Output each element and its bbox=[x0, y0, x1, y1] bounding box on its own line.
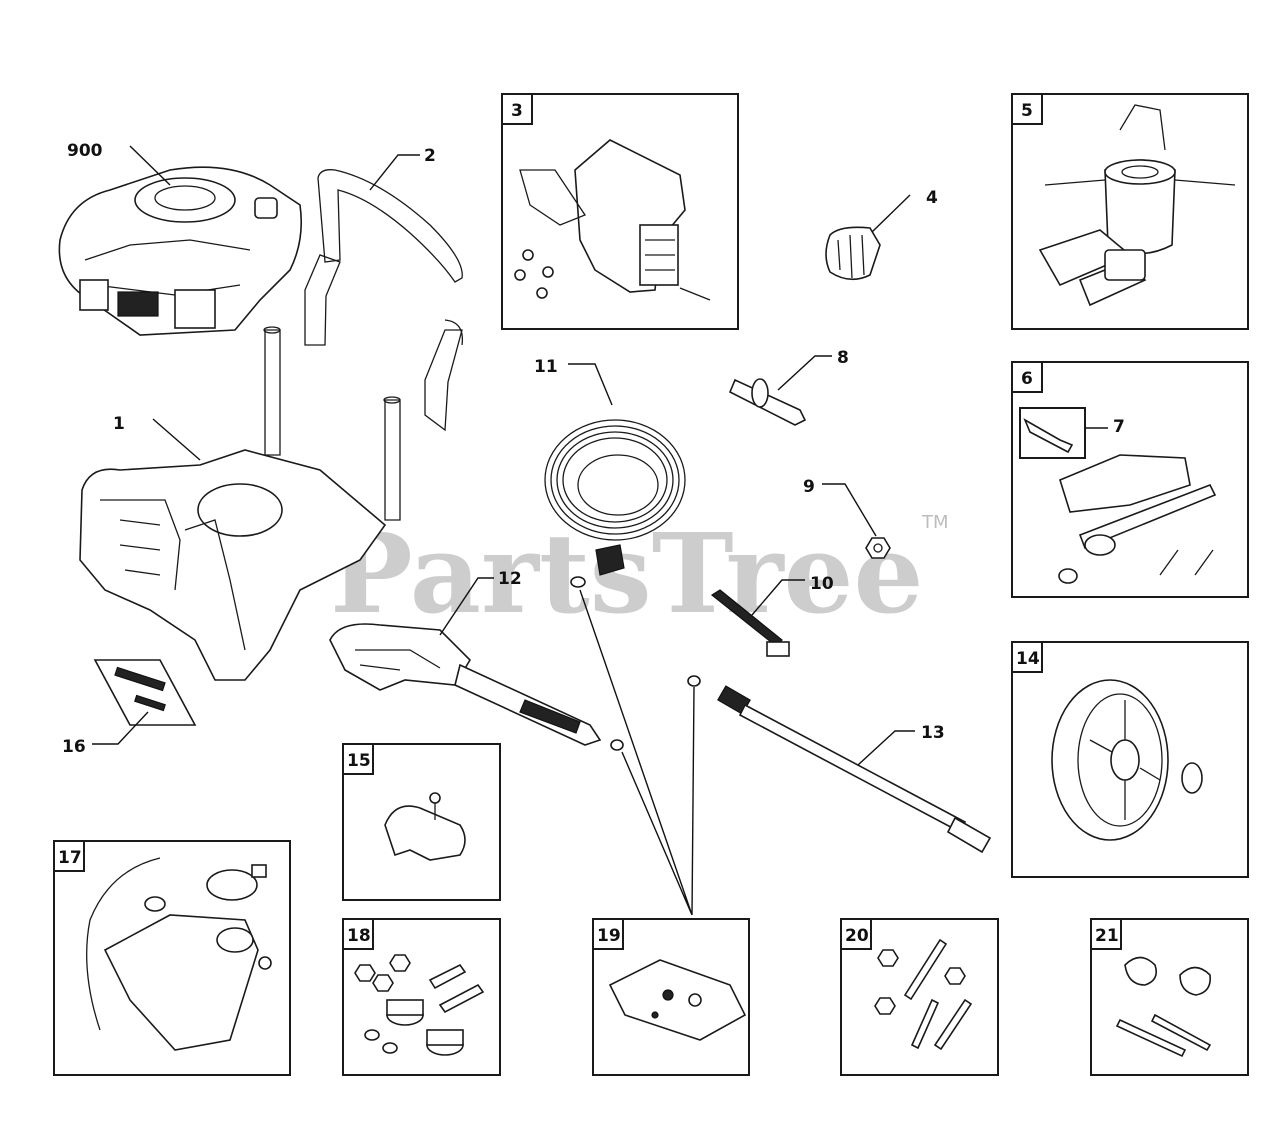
box-14-wheel[interactable]: 14 bbox=[1011, 641, 1249, 878]
box-18-hardware[interactable]: 18 bbox=[342, 918, 501, 1076]
box-14-label: 14 bbox=[1016, 649, 1040, 669]
box-3-pump-bracket[interactable]: 3 bbox=[501, 93, 739, 330]
hose-part[interactable] bbox=[544, 419, 686, 588]
callout-base-plate: 16 bbox=[62, 737, 86, 757]
box-20-label: 20 bbox=[845, 926, 869, 946]
callout-hose: 11 bbox=[534, 357, 558, 377]
frame-part[interactable] bbox=[79, 326, 401, 681]
box-15-label: 15 bbox=[347, 751, 371, 771]
box-18-label: 18 bbox=[347, 926, 371, 946]
callout-wand: 13 bbox=[921, 723, 945, 743]
box-17-label: 17 bbox=[58, 848, 82, 868]
callout-handle: 2 bbox=[424, 146, 436, 166]
callout-frame: 1 bbox=[113, 414, 125, 434]
callout-unloader: 7 bbox=[1113, 417, 1125, 437]
strap-part[interactable] bbox=[710, 589, 790, 657]
box-15-cover[interactable]: 15 bbox=[342, 743, 501, 901]
box-5-pump[interactable]: 5 bbox=[1011, 93, 1249, 330]
callout-gun: 12 bbox=[498, 569, 522, 589]
callout-pump-plate: 4 bbox=[926, 188, 938, 208]
box-6-manifold[interactable]: 6 bbox=[1011, 361, 1249, 598]
box-21-label: 21 bbox=[1095, 926, 1119, 946]
base-plate-part[interactable] bbox=[93, 659, 197, 726]
box-19-plate[interactable]: 19 bbox=[592, 918, 750, 1076]
box-6-label: 6 bbox=[1021, 369, 1033, 389]
box-19-label: 19 bbox=[597, 926, 621, 946]
box-5-label: 5 bbox=[1021, 101, 1033, 121]
handle-part[interactable] bbox=[304, 169, 464, 432]
spray-gun-part[interactable] bbox=[329, 623, 624, 751]
wand-part[interactable] bbox=[687, 675, 992, 854]
callout-nut: 9 bbox=[803, 477, 815, 497]
box-21-knobs[interactable]: 21 bbox=[1090, 918, 1249, 1076]
watermark-text: PartsTree bbox=[330, 509, 924, 638]
axle-part[interactable] bbox=[728, 378, 807, 426]
nut-part[interactable] bbox=[865, 537, 891, 559]
callout-axle: 8 bbox=[837, 348, 849, 368]
pump-plate-part[interactable] bbox=[825, 226, 881, 281]
box-20-bolts[interactable]: 20 bbox=[840, 918, 999, 1076]
box-17-fuel-tank[interactable]: 17 bbox=[53, 840, 291, 1076]
callout-strap: 10 bbox=[810, 574, 834, 594]
box-3-label: 3 bbox=[511, 101, 523, 121]
watermark-trademark: TM bbox=[921, 512, 949, 533]
engine-part[interactable] bbox=[58, 166, 303, 336]
callout-engine: 900 bbox=[67, 141, 103, 161]
